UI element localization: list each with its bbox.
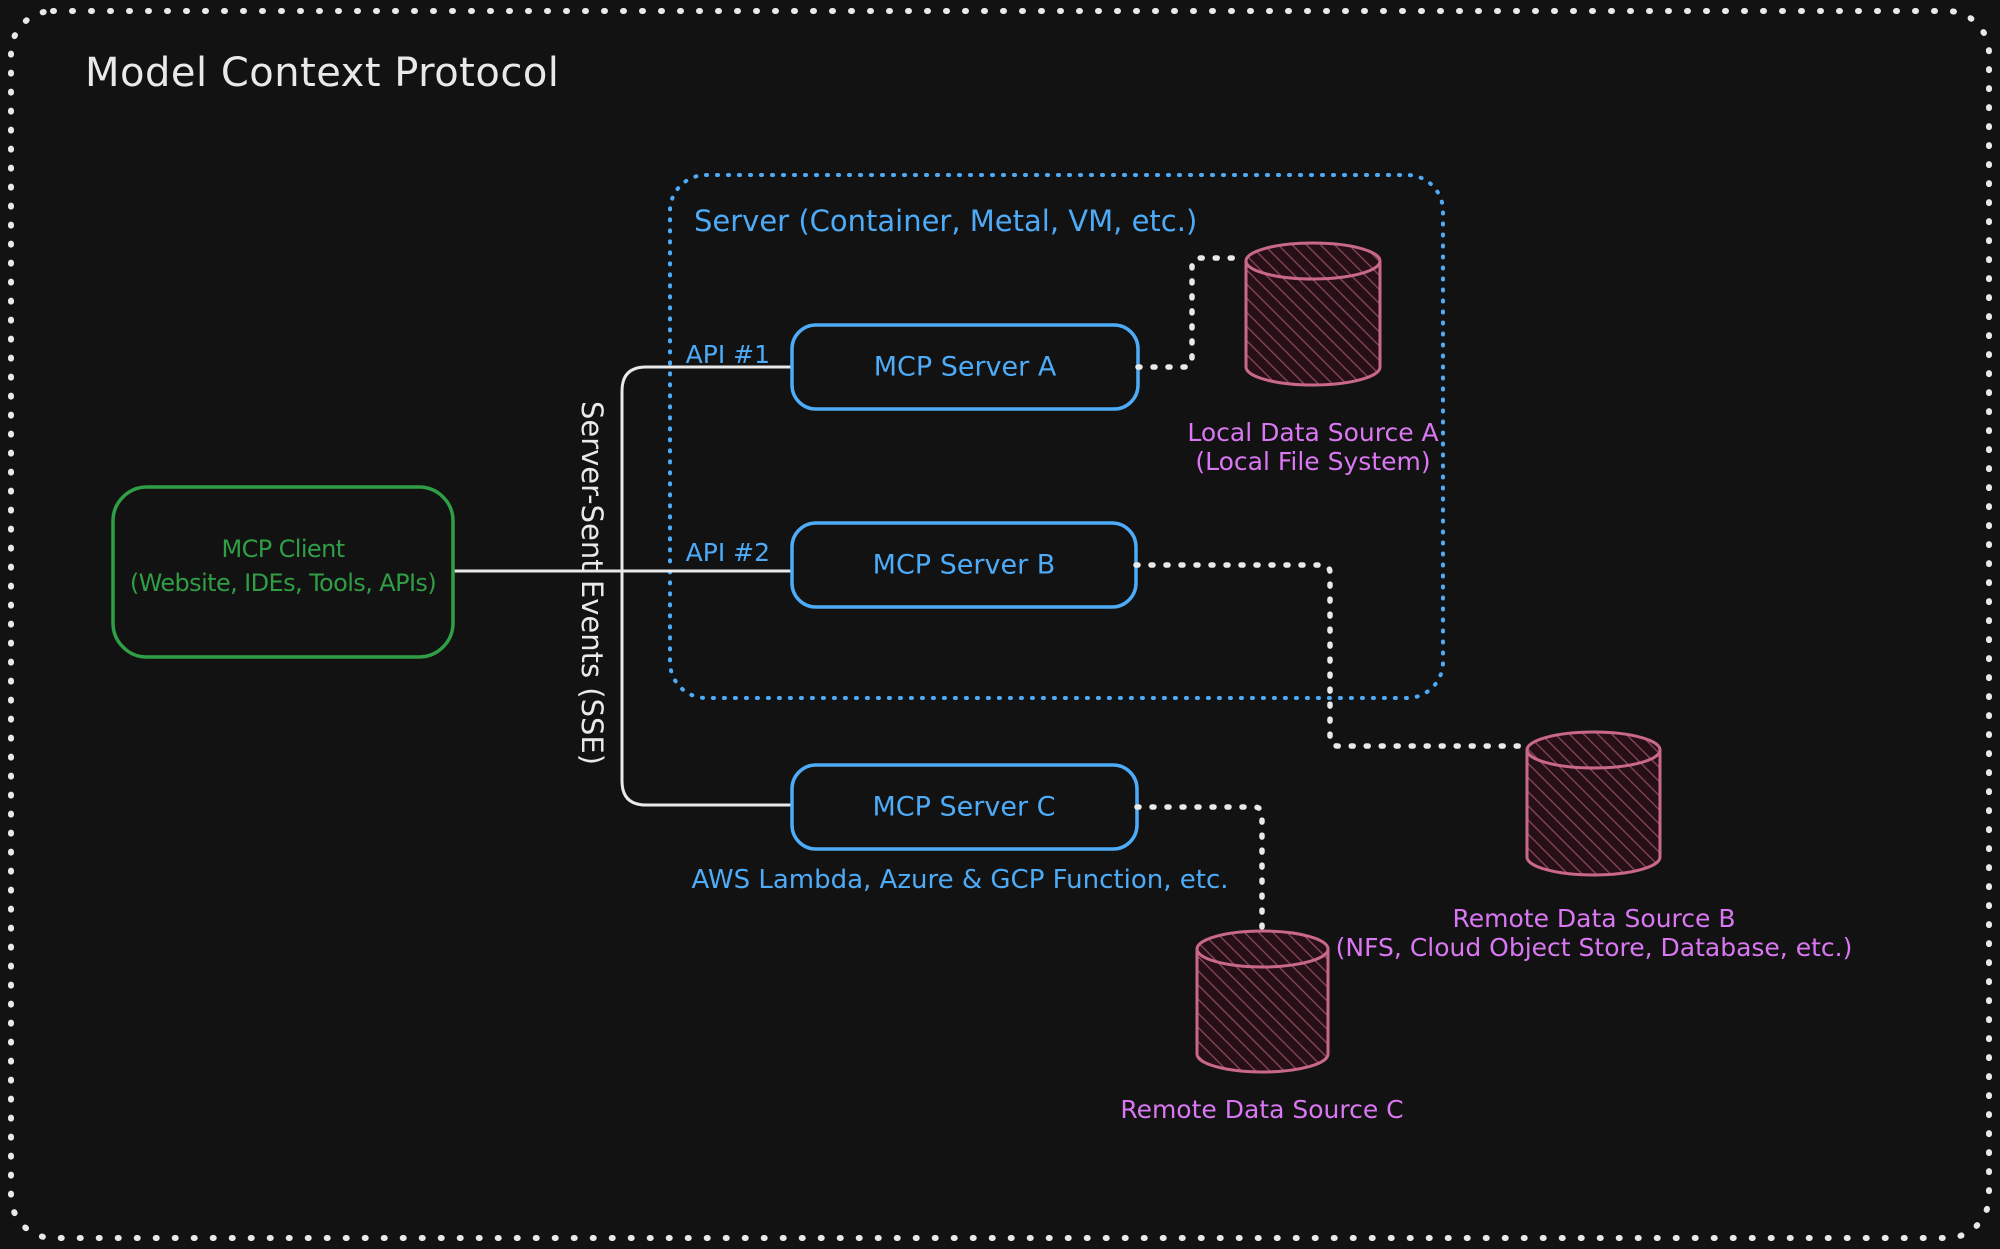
database-cylinder-remote-c: [1195, 929, 1330, 1074]
mcp-server-b-label: MCP Server B: [873, 550, 1056, 581]
connector-server-a-to-datasource-a: [1135, 255, 1245, 370]
outer-dotted-border: [8, 8, 1992, 1241]
api-1-label: API #1: [686, 340, 770, 369]
database-cylinder-remote-b: [1525, 730, 1662, 877]
datasource-c-label-line1: Remote Data Source C: [1120, 1095, 1403, 1124]
mcp-server-c-note: AWS Lambda, Azure & GCP Function, etc.: [692, 865, 1229, 895]
connector-sse-bracket: [620, 365, 794, 807]
server-container-label: Server (Container, Metal, VM, etc.): [694, 204, 1197, 238]
datasource-a-label-line2: (Local File System): [1195, 447, 1430, 476]
connector-server-b-to-datasource-b: [1133, 562, 1526, 749]
datasource-a-label-line1: Local Data Source A: [1187, 418, 1438, 447]
datasource-b-label-line1: Remote Data Source B: [1452, 904, 1735, 933]
connector-server-c-to-datasource-c: [1134, 804, 1265, 930]
server-container-box: [668, 173, 1445, 700]
database-cylinder-local-a: [1244, 241, 1382, 387]
mcp-client-box: [111, 485, 455, 659]
api-2-label: API #2: [686, 538, 770, 567]
mcp-server-c-label: MCP Server C: [873, 792, 1056, 823]
mcp-client-label-line2: (Website, IDEs, Tools, APIs): [130, 569, 436, 597]
datasource-b-label-line2: (NFS, Cloud Object Store, Database, etc.…: [1336, 933, 1853, 962]
page-title: Model Context Protocol: [85, 50, 559, 96]
mcp-client-label-line1: MCP Client: [221, 535, 344, 563]
sse-label: Server-Sent Events (SSE): [575, 401, 609, 765]
mcp-server-a-label: MCP Server A: [874, 352, 1057, 383]
